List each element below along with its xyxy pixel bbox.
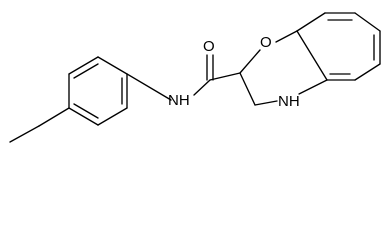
ring-oxygen-label: O — [260, 34, 272, 51]
bond-phenyl-6 — [68, 107, 99, 126]
carbonyl-oxygen-label: O — [203, 38, 215, 55]
bond-c2-c3 — [239, 72, 256, 106]
bond-carbonyl-c2 — [209, 72, 241, 81]
ring-nh-label: NH — [278, 93, 300, 110]
bond-phenyl-inner-1 — [73, 63, 99, 79]
bond-phenyl-3 — [97, 56, 128, 75]
bond-c2-ring-o — [239, 49, 261, 74]
bond-benzo-5 — [354, 63, 381, 81]
bond-nh-carbonyl — [193, 79, 211, 96]
bond-ring-o-c8a — [275, 30, 298, 43]
bond-phenyl-nh — [126, 73, 172, 101]
bond-ethyl-ch3 — [9, 125, 40, 143]
chemical-structure: NH O O NH — [9, 12, 381, 143]
amide-nh-label: NH — [168, 92, 190, 109]
bond-ring-n-c4a — [298, 79, 328, 95]
bond-c3-ring-n — [254, 100, 278, 106]
bond-benzo-3 — [354, 12, 381, 32]
bond-phenyl-5 — [97, 107, 128, 126]
bond-phenyl-inner-3 — [73, 103, 99, 119]
bond-benzo-1 — [296, 12, 326, 32]
bond-phenyl-2 — [68, 56, 99, 75]
bond-ethyl-ch2 — [38, 107, 70, 127]
bond-benzo-fusion — [296, 30, 328, 81]
